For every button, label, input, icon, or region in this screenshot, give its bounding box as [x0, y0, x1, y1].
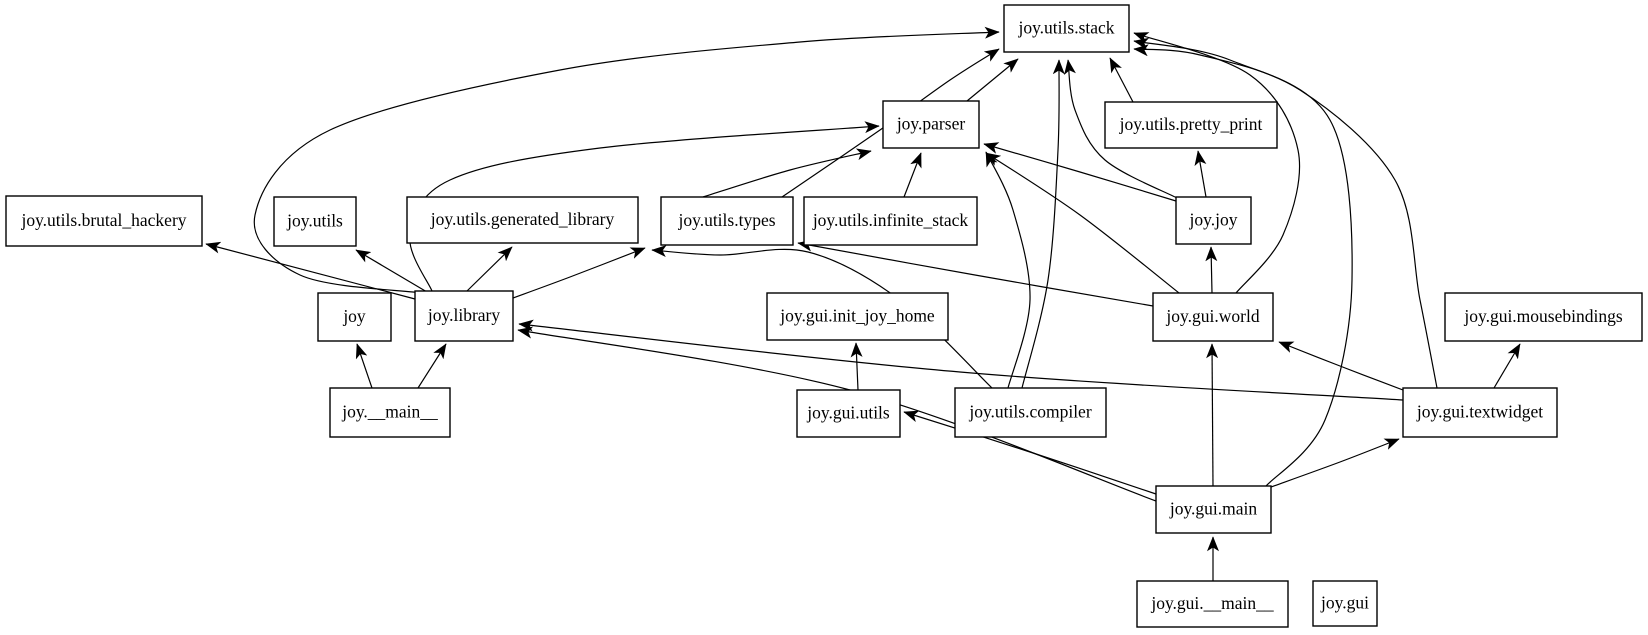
node-label-world: joy.gui.world	[1165, 306, 1259, 326]
edge-library-to-types	[512, 247, 646, 299]
node-compiler: joy.utils.compiler	[954, 387, 1107, 438]
node-label-gui_utils: joy.gui.utils	[806, 403, 890, 423]
node-label-types: joy.utils.types	[677, 210, 775, 230]
node-box-compiler	[954, 387, 1107, 438]
edge-library-to-generated_library	[466, 246, 513, 292]
node-stack: joy.utils.stack	[1003, 4, 1130, 53]
node-textwidget: joy.gui.textwidget	[1402, 387, 1558, 438]
node-gui_main_main: joy.gui.__main__	[1136, 580, 1289, 628]
node-box-library	[414, 290, 514, 342]
edge-gui_main-to-world	[1206, 343, 1219, 487]
node-box-gui_main_main	[1136, 580, 1289, 628]
node-label-stack: joy.utils.stack	[1017, 18, 1114, 38]
edge-gui_utils-to-init_joy_home	[850, 342, 863, 391]
edge-compiler-to-stack	[1021, 59, 1065, 389]
edge-textwidget-to-mousebindings	[1493, 343, 1521, 389]
node-world: joy.gui.world	[1152, 292, 1274, 342]
node-box-joy_main	[329, 387, 451, 438]
edge-joyjoy-to-parser	[983, 142, 1177, 202]
node-box-gui_utils	[796, 389, 901, 438]
node-pretty_print: joy.utils.pretty_print	[1104, 101, 1278, 149]
node-box-gui_main	[1155, 485, 1272, 534]
edge-library-to-stack	[253, 26, 1000, 294]
node-label-init_joy_home: joy.gui.init_joy_home	[779, 306, 935, 326]
node-gui_utils: joy.gui.utils	[796, 389, 901, 438]
node-box-world	[1152, 292, 1274, 342]
node-label-compiler: joy.utils.compiler	[968, 402, 1091, 422]
edge-infinite_stack-to-parser	[903, 152, 922, 198]
node-brutal_hackery: joy.utils.brutal_hackery	[5, 195, 203, 247]
node-types: joy.utils.types	[660, 196, 794, 246]
node-label-brutal_hackery: joy.utils.brutal_hackery	[20, 210, 186, 230]
node-generated_library: joy.utils.generated_library	[406, 196, 639, 244]
node-gui: joy.gui	[1312, 580, 1378, 627]
node-box-pretty_print	[1104, 101, 1278, 149]
node-label-utils: joy.utils	[286, 211, 343, 231]
node-label-generated_library: joy.utils.generated_library	[430, 209, 615, 229]
edge-pretty_print-to-stack	[1109, 57, 1134, 103]
node-label-joy: joy	[342, 306, 366, 326]
node-box-stack	[1003, 4, 1130, 53]
node-box-infinite_stack	[803, 196, 978, 246]
node-box-joy	[317, 292, 392, 342]
edge-gui_main-to-stack	[1133, 37, 1353, 487]
edge-compiler-to-parser	[985, 151, 1031, 389]
node-init_joy_home: joy.gui.init_joy_home	[766, 292, 949, 341]
node-layer: joy.utils.stack joy.parser joy.utils.prett…	[5, 4, 1643, 628]
edge-types-to-parser	[702, 148, 872, 198]
edge-joy_main-to-library	[417, 343, 447, 389]
edge-world-to-stack	[1133, 32, 1301, 294]
node-box-textwidget	[1402, 387, 1558, 438]
node-box-types	[660, 196, 794, 246]
node-joy: joy	[317, 292, 392, 342]
edge-textwidget-to-stack	[1133, 44, 1438, 389]
node-box-gui	[1312, 580, 1378, 627]
node-label-library: joy.library	[427, 305, 500, 325]
edge-parser-to-stack	[966, 58, 1019, 102]
node-label-gui: joy.gui	[1320, 593, 1369, 613]
node-label-parser: joy.parser	[896, 114, 966, 134]
node-infinite_stack: joy.utils.infinite_stack	[803, 196, 978, 246]
node-label-joy_main: joy.__main__	[341, 402, 438, 422]
node-label-joyjoy: joy.joy	[1189, 210, 1238, 230]
node-label-textwidget: joy.gui.textwidget	[1416, 402, 1543, 422]
node-joyjoy: joy.joy	[1175, 196, 1252, 245]
edge-textwidget-to-world	[1278, 341, 1404, 391]
node-label-mousebindings: joy.gui.mousebindings	[1463, 306, 1623, 326]
node-box-mousebindings	[1444, 292, 1643, 342]
node-label-pretty_print: joy.utils.pretty_print	[1119, 114, 1263, 134]
node-label-gui_main: joy.gui.main	[1169, 499, 1258, 519]
edge-gui_main-to-textwidget	[1270, 438, 1400, 488]
edge-joyjoy-to-pretty_print	[1194, 150, 1207, 198]
edge-library-to-brutal_hackery	[205, 241, 416, 300]
edge-library-to-utils	[355, 249, 428, 293]
node-box-parser	[882, 100, 980, 149]
edge-world-to-parser	[985, 152, 1180, 294]
edge-layer	[205, 26, 1521, 581]
edge-world-to-types	[797, 239, 1154, 307]
node-mousebindings: joy.gui.mousebindings	[1444, 292, 1643, 342]
node-box-generated_library	[406, 196, 639, 244]
edge-joyjoy-to-stack	[1064, 59, 1178, 199]
node-utils: joy.utils	[273, 196, 357, 247]
node-joy_main: joy.__main__	[329, 387, 451, 438]
node-box-joyjoy	[1175, 196, 1252, 245]
edge-textwidget-to-library	[518, 319, 1404, 401]
node-label-gui_main_main: joy.gui.__main__	[1150, 593, 1274, 613]
edge-joy_main-to-joy	[355, 343, 373, 389]
edge-world-to-joyjoy	[1205, 246, 1218, 294]
node-box-brutal_hackery	[5, 195, 203, 247]
node-label-infinite_stack: joy.utils.infinite_stack	[812, 210, 969, 230]
node-gui_main: joy.gui.main	[1155, 485, 1272, 534]
node-parser: joy.parser	[882, 100, 980, 149]
node-library: joy.library	[414, 290, 514, 342]
node-box-init_joy_home	[766, 292, 949, 341]
node-box-utils	[273, 196, 357, 247]
